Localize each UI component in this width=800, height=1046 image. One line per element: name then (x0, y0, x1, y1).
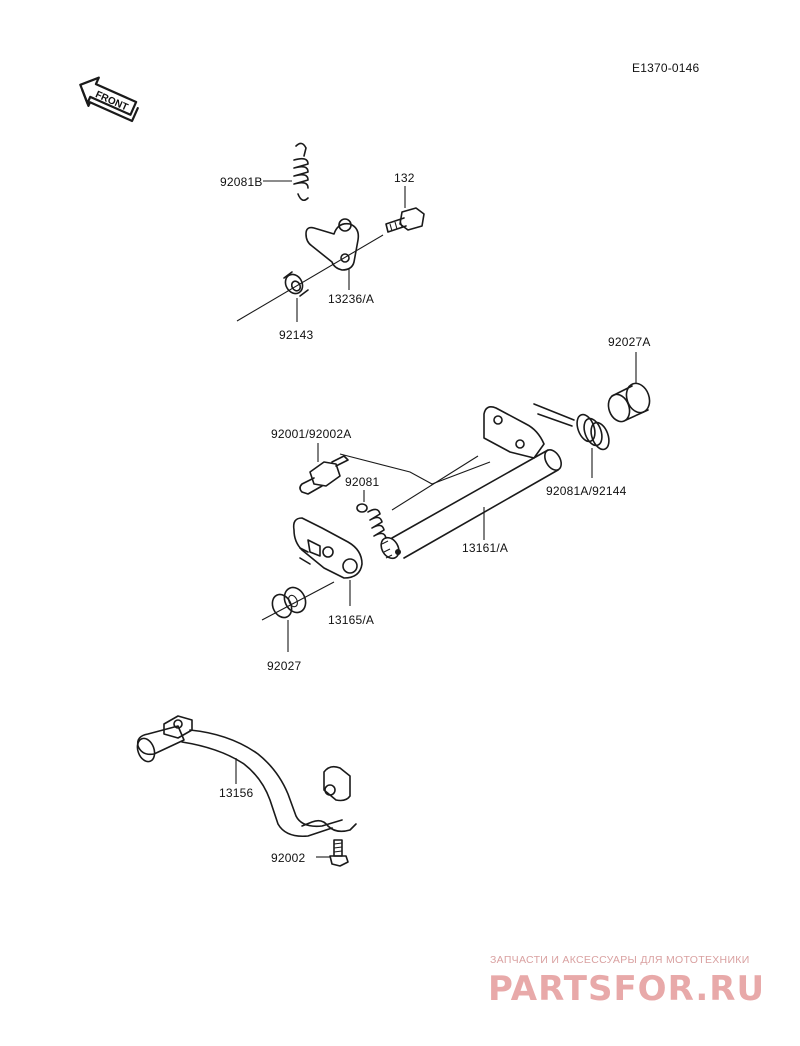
torsion-spring-92081a (533, 403, 610, 451)
label-92002: 92002 (271, 851, 305, 865)
label-92027: 92027 (267, 659, 301, 673)
plate-13236a (305, 218, 360, 271)
label-92081b: 92081B (220, 175, 263, 189)
spring-92081 (356, 503, 387, 539)
shift-lever-13165a (292, 517, 363, 579)
shift-pedal-13156 (136, 715, 357, 838)
bushing-92027a (607, 382, 651, 423)
bolt-132 (385, 207, 425, 233)
label-13236a: 13236/A (328, 292, 374, 306)
bolt-92001 (299, 455, 349, 495)
front-label: FRONT (93, 89, 129, 113)
label-92001-92002a: 92001/92002A (271, 427, 351, 441)
washer-92143 (283, 271, 309, 297)
label-92081a-92144: 92081A/92144 (546, 484, 627, 498)
label-92027a: 92027A (608, 335, 651, 349)
watermark-tagline: ЗАПЧАСТИ И АКСЕССУАРЫ ДЛЯ МОТОТЕХНИКИ (490, 954, 750, 966)
shift-shaft-13161a (380, 406, 562, 560)
front-arrow-icon: FRONT (79, 76, 139, 123)
label-132: 132 (394, 171, 415, 185)
bolt-92002 (329, 839, 349, 867)
label-13156: 13156 (219, 786, 253, 800)
label-92081: 92081 (345, 475, 379, 489)
diagram-code: E1370-0146 (632, 61, 700, 75)
label-92143: 92143 (279, 328, 313, 342)
spring-92081b (293, 142, 309, 202)
label-13165a: 13165/A (328, 613, 374, 627)
label-13161a: 13161/A (462, 541, 508, 555)
watermark-logo: PARTSFOR.RU (488, 969, 765, 1009)
washer-92027 (271, 586, 307, 619)
